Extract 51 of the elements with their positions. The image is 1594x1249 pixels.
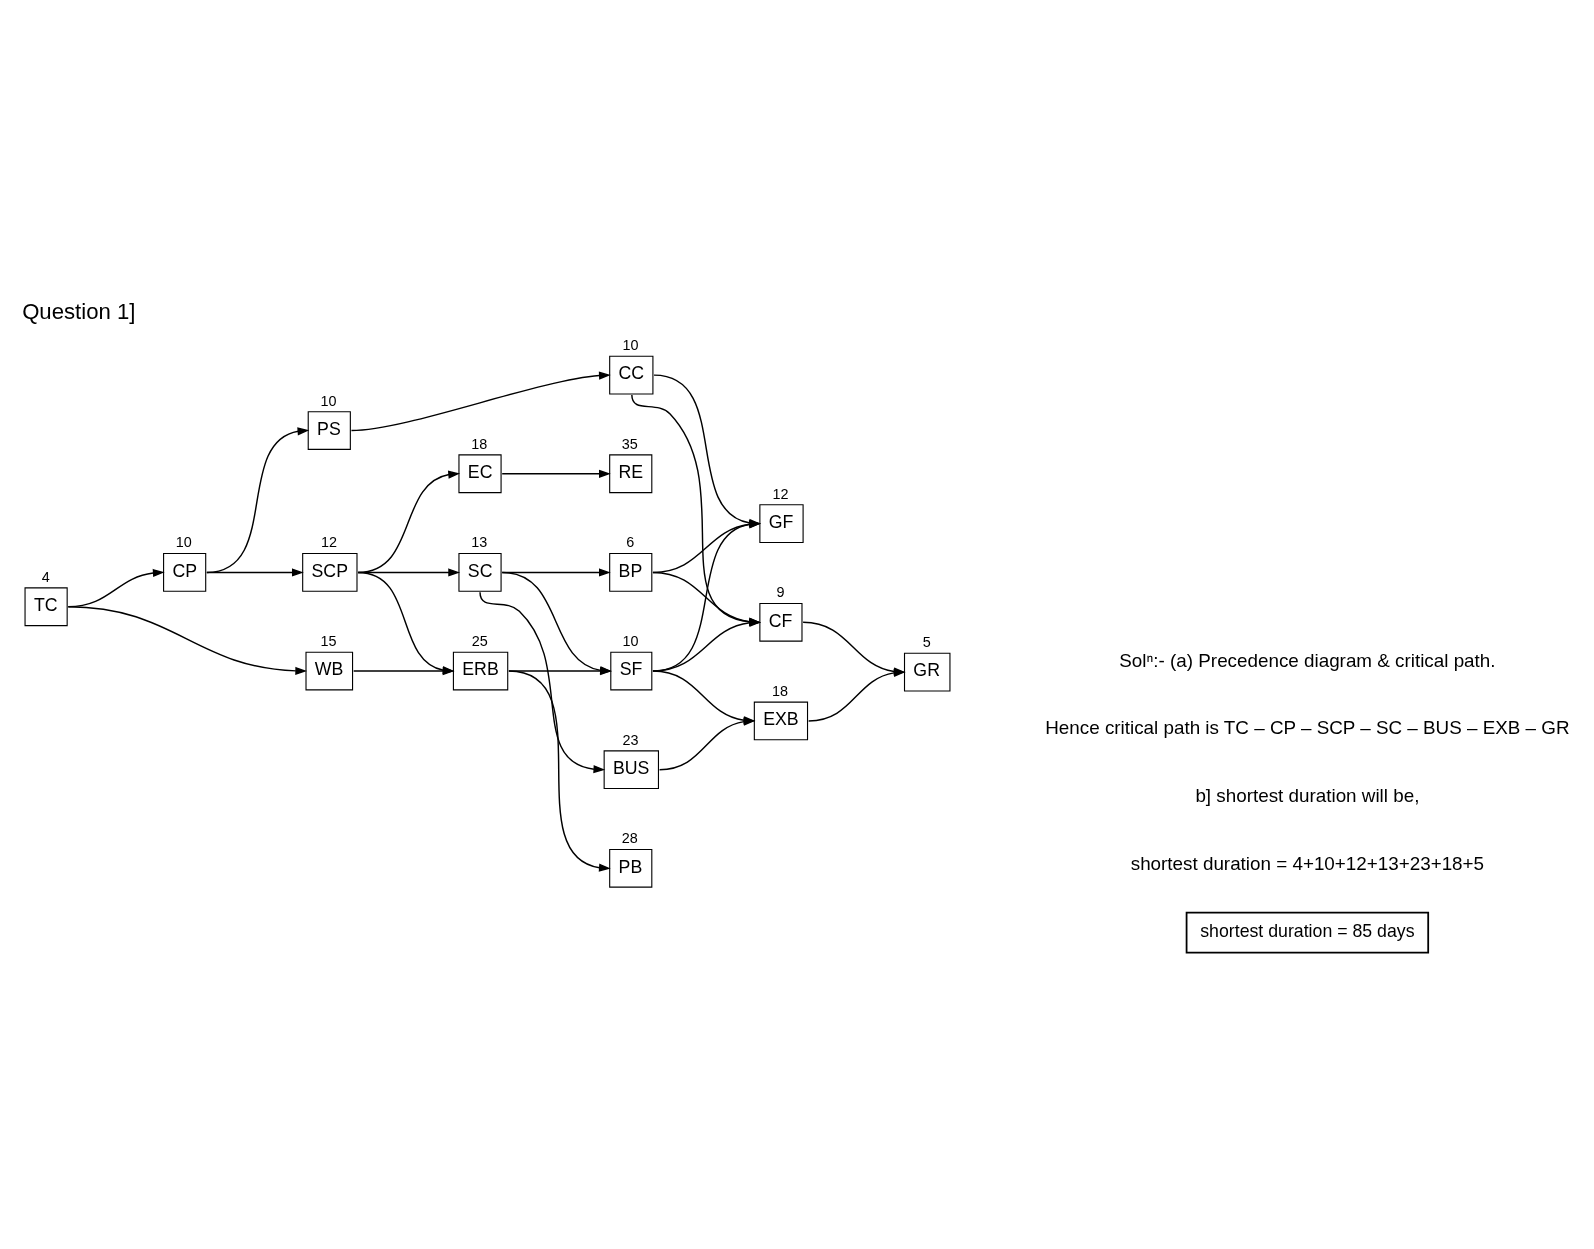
node-label: 25	[471, 633, 488, 649]
arrow	[501, 469, 611, 478]
node-box: TC	[24, 587, 68, 627]
node-box: shortest duration = 85 days	[1185, 911, 1430, 954]
arrow	[206, 568, 304, 577]
node-label: 28	[621, 830, 638, 847]
node-label: 10	[320, 392, 337, 409]
node-box: EXB	[753, 701, 809, 741]
diagram-title: Question 1]	[22, 298, 136, 324]
label: shortest duration = 4+10+12+13+23+18+5	[1130, 852, 1485, 874]
node-label: 4	[41, 568, 50, 585]
node-box: ERB	[452, 651, 509, 691]
node-box: CP	[163, 553, 207, 592]
node-label: 13	[471, 534, 488, 551]
node-label: 23	[622, 731, 639, 748]
node-label: 10	[175, 534, 192, 551]
arrow	[352, 666, 455, 676]
node-label: 15	[320, 633, 337, 649]
node-box: SC	[458, 553, 502, 592]
node-box: GR	[903, 652, 951, 692]
label: Solⁿ:- (a) Precedence diagram & critical path.	[1119, 649, 1496, 671]
node-label: 6	[626, 534, 635, 551]
arrow	[67, 606, 308, 675]
arrow	[206, 427, 310, 574]
node-box: CC	[609, 355, 654, 395]
arrow	[479, 591, 606, 774]
label: b] shortest duration will be,	[1195, 784, 1420, 806]
node-box: PS	[307, 411, 351, 450]
node-box: SF	[610, 651, 653, 691]
arrow	[508, 670, 611, 872]
node-label: 10	[622, 633, 639, 649]
node-label: 35	[621, 435, 638, 452]
node-label: 9	[776, 584, 785, 601]
node-label: 5	[922, 634, 931, 651]
node-box: BP	[609, 553, 653, 592]
node-box: GF	[759, 504, 804, 544]
node-label: 18	[471, 435, 488, 452]
node-box: BUS	[603, 750, 659, 790]
node-box: CF	[759, 602, 803, 642]
node-box: RE	[609, 454, 653, 494]
node-box: SCP	[302, 553, 358, 592]
arrow	[350, 371, 611, 432]
node-box: WB	[305, 651, 354, 691]
label: Hence critical path is TC – CP – SCP – SC – BUS – EXB – GR	[1045, 717, 1570, 739]
arrow	[357, 571, 455, 675]
node-label: 18	[772, 682, 789, 699]
node-box: EC	[458, 454, 502, 494]
node-box: PB	[609, 848, 653, 888]
node-label: 10	[622, 337, 639, 354]
node-label: 12	[772, 485, 789, 502]
node-label: 12	[320, 534, 337, 551]
